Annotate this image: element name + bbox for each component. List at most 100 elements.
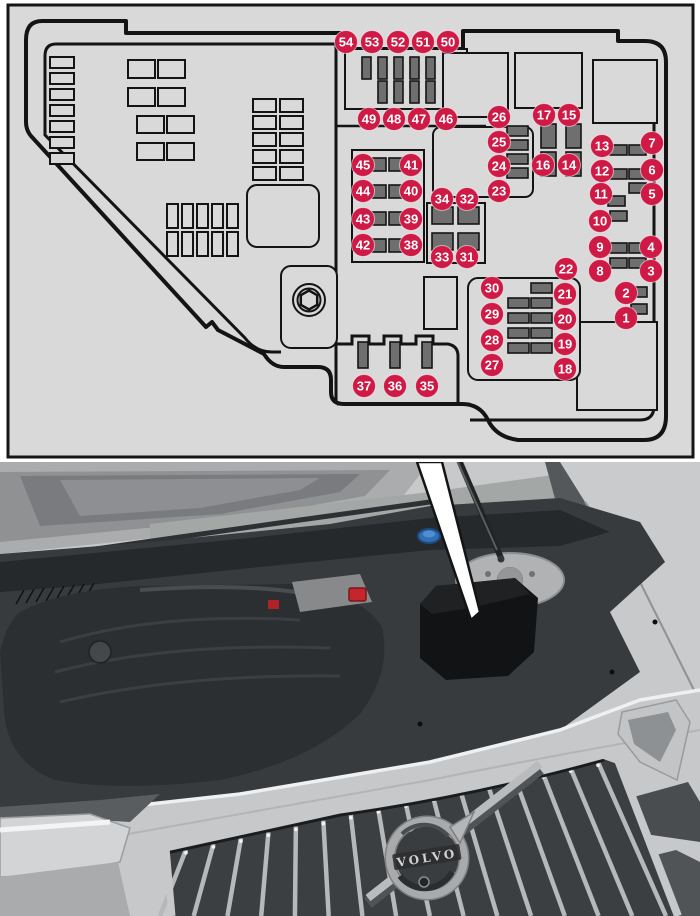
callout-32: 32 <box>455 187 479 211</box>
callout-7: 7 <box>640 131 664 155</box>
svg-text:8: 8 <box>596 264 603 279</box>
callout-18: 18 <box>553 357 577 381</box>
callout-38: 38 <box>399 233 423 257</box>
callout-45: 45 <box>351 153 375 177</box>
callout-6: 6 <box>640 158 664 182</box>
grille-chrome-left <box>162 847 176 916</box>
callout-51: 51 <box>411 30 435 54</box>
svg-text:33: 33 <box>435 250 449 265</box>
callout-11: 11 <box>589 182 613 206</box>
svg-text:22: 22 <box>559 262 573 277</box>
svg-text:1: 1 <box>622 311 629 326</box>
callout-34: 34 <box>430 187 454 211</box>
callout-23: 23 <box>487 179 511 203</box>
mounting-bolt <box>280 265 338 349</box>
svg-text:17: 17 <box>537 108 551 123</box>
svg-text:46: 46 <box>439 112 453 127</box>
svg-text:52: 52 <box>391 35 405 50</box>
callout-31: 31 <box>455 245 479 269</box>
svg-text:47: 47 <box>412 112 426 127</box>
svg-text:35: 35 <box>420 379 434 394</box>
red-connector <box>268 600 279 609</box>
grille-chrome-right <box>602 751 682 916</box>
grille-chrome-top <box>165 751 605 852</box>
hood-strut-rod <box>456 462 505 563</box>
callout-30: 30 <box>480 276 504 300</box>
callout-48: 48 <box>382 107 406 131</box>
location-pointer-arrow <box>415 462 482 622</box>
callout-28: 28 <box>480 328 504 352</box>
callout-37: 37 <box>352 374 376 398</box>
callout-26: 26 <box>487 105 511 129</box>
svg-text:24: 24 <box>492 159 507 174</box>
callout-13: 13 <box>590 134 614 158</box>
svg-text:27: 27 <box>485 358 499 373</box>
svg-text:26: 26 <box>492 110 506 125</box>
callout-5: 5 <box>640 182 664 206</box>
front-camera-icon <box>418 876 430 888</box>
callout-39: 39 <box>399 207 423 231</box>
front-grille: VOLVO <box>157 751 682 916</box>
callout-50: 50 <box>436 30 460 54</box>
svg-text:15: 15 <box>562 108 576 123</box>
callout-22: 22 <box>554 257 578 281</box>
callout-40: 40 <box>399 179 423 203</box>
callout-14: 14 <box>557 153 581 177</box>
svg-text:2: 2 <box>622 286 629 301</box>
svg-text:7: 7 <box>648 136 655 151</box>
svg-text:9: 9 <box>596 240 603 255</box>
callout-2: 2 <box>614 281 638 305</box>
callout-52: 52 <box>386 30 410 54</box>
svg-text:21: 21 <box>558 287 572 302</box>
svg-text:38: 38 <box>404 238 418 253</box>
callout-4: 4 <box>639 235 663 259</box>
svg-text:10: 10 <box>593 214 607 229</box>
svg-text:5: 5 <box>648 187 655 202</box>
callout-46: 46 <box>434 107 458 131</box>
callout-33: 33 <box>430 245 454 269</box>
svg-text:29: 29 <box>485 307 499 322</box>
callout-49: 49 <box>357 107 381 131</box>
svg-text:18: 18 <box>558 362 572 377</box>
svg-text:3: 3 <box>647 264 654 279</box>
callout-21: 21 <box>553 282 577 306</box>
svg-text:4: 4 <box>647 240 655 255</box>
callout-19: 19 <box>553 332 577 356</box>
svg-text:23: 23 <box>492 184 506 199</box>
svg-text:50: 50 <box>441 35 455 50</box>
svg-text:48: 48 <box>387 112 401 127</box>
callout-20: 20 <box>553 307 577 331</box>
svg-text:12: 12 <box>595 164 609 179</box>
callout-16: 16 <box>531 153 555 177</box>
callout-42: 42 <box>351 233 375 257</box>
callout-41: 41 <box>399 153 423 177</box>
svg-text:13: 13 <box>595 139 609 154</box>
callout-8: 8 <box>588 259 612 283</box>
svg-text:34: 34 <box>435 192 450 207</box>
svg-text:41: 41 <box>404 158 418 173</box>
svg-text:20: 20 <box>558 312 572 327</box>
svg-text:51: 51 <box>416 35 430 50</box>
svg-text:53: 53 <box>365 35 379 50</box>
callout-layer: 1234567891011121314151617181920212223242… <box>334 30 664 398</box>
callout-9: 9 <box>588 235 612 259</box>
callout-54: 54 <box>334 30 358 54</box>
svg-text:11: 11 <box>594 187 608 202</box>
svg-text:44: 44 <box>356 184 371 199</box>
svg-text:31: 31 <box>460 250 474 265</box>
callout-53: 53 <box>360 30 384 54</box>
svg-text:45: 45 <box>356 158 370 173</box>
callout-27: 27 <box>480 353 504 377</box>
callout-17: 17 <box>532 103 556 127</box>
svg-text:39: 39 <box>404 212 418 227</box>
callout-15: 15 <box>557 103 581 127</box>
callout-44: 44 <box>351 179 375 203</box>
svg-text:32: 32 <box>460 192 474 207</box>
svg-text:14: 14 <box>562 158 577 173</box>
left-headlight <box>0 794 160 916</box>
svg-text:19: 19 <box>558 337 572 352</box>
oil-cap-icon <box>88 640 112 664</box>
svg-text:16: 16 <box>536 158 550 173</box>
callout-10: 10 <box>588 209 612 233</box>
